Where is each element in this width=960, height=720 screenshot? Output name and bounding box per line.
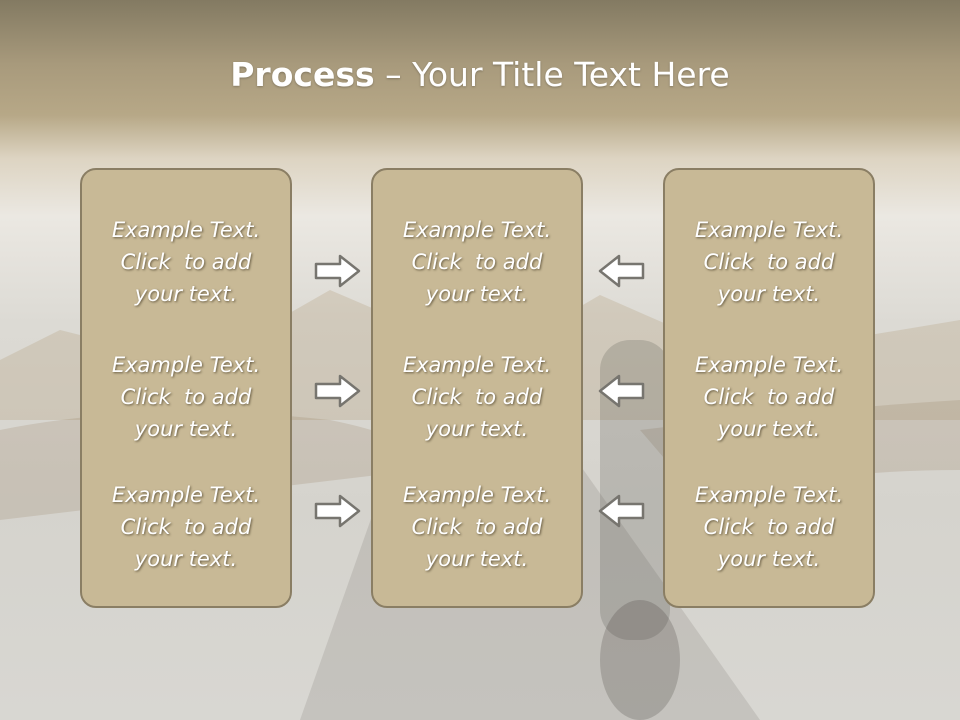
text-block[interactable]: Example Text. Click to add your text.: [82, 479, 290, 575]
slide-title[interactable]: Process – Your Title Text Here: [0, 52, 960, 98]
text-block[interactable]: Example Text. Click to add your text.: [373, 349, 581, 445]
text-line: Click to add: [120, 515, 252, 539]
text-line: your text.: [134, 282, 238, 306]
text-line: your text.: [717, 417, 821, 441]
title-rest: – Your Title Text Here: [374, 55, 730, 94]
text-line: Click to add: [120, 385, 252, 409]
arrow-left-icon: [598, 254, 645, 288]
text-block[interactable]: Example Text. Click to add your text.: [665, 349, 873, 445]
text-line: your text.: [425, 282, 529, 306]
arrow-right-icon: [314, 254, 361, 288]
text-line: Example Text.: [402, 353, 552, 377]
text-line: your text.: [425, 417, 529, 441]
text-block[interactable]: Example Text. Click to add your text.: [665, 479, 873, 575]
left-panel[interactable]: Example Text. Click to add your text. Ex…: [80, 168, 292, 608]
text-line: Example Text.: [694, 218, 844, 242]
text-block[interactable]: Example Text. Click to add your text.: [82, 214, 290, 310]
text-block[interactable]: Example Text. Click to add your text.: [82, 349, 290, 445]
text-line: Click to add: [411, 385, 543, 409]
text-line: Click to add: [703, 250, 835, 274]
arrow-right-icon: [314, 494, 361, 528]
text-line: Click to add: [120, 250, 252, 274]
text-line: Example Text.: [111, 353, 261, 377]
text-line: Example Text.: [111, 483, 261, 507]
text-line: your text.: [425, 547, 529, 571]
text-line: Example Text.: [694, 353, 844, 377]
text-block[interactable]: Example Text. Click to add your text.: [665, 214, 873, 310]
right-panel[interactable]: Example Text. Click to add your text. Ex…: [663, 168, 875, 608]
text-line: Example Text.: [402, 218, 552, 242]
text-line: Click to add: [411, 515, 543, 539]
text-line: your text.: [134, 417, 238, 441]
text-line: your text.: [134, 547, 238, 571]
text-block[interactable]: Example Text. Click to add your text.: [373, 479, 581, 575]
text-line: Click to add: [703, 515, 835, 539]
text-line: Example Text.: [694, 483, 844, 507]
text-line: Click to add: [703, 385, 835, 409]
text-block[interactable]: Example Text. Click to add your text.: [373, 214, 581, 310]
arrow-left-icon: [598, 494, 645, 528]
title-bold: Process: [230, 55, 375, 94]
arrow-left-icon: [598, 374, 645, 408]
arrow-right-icon: [314, 374, 361, 408]
text-line: your text.: [717, 282, 821, 306]
text-line: Example Text.: [111, 218, 261, 242]
middle-panel[interactable]: Example Text. Click to add your text. Ex…: [371, 168, 583, 608]
text-line: your text.: [717, 547, 821, 571]
text-line: Example Text.: [402, 483, 552, 507]
text-line: Click to add: [411, 250, 543, 274]
